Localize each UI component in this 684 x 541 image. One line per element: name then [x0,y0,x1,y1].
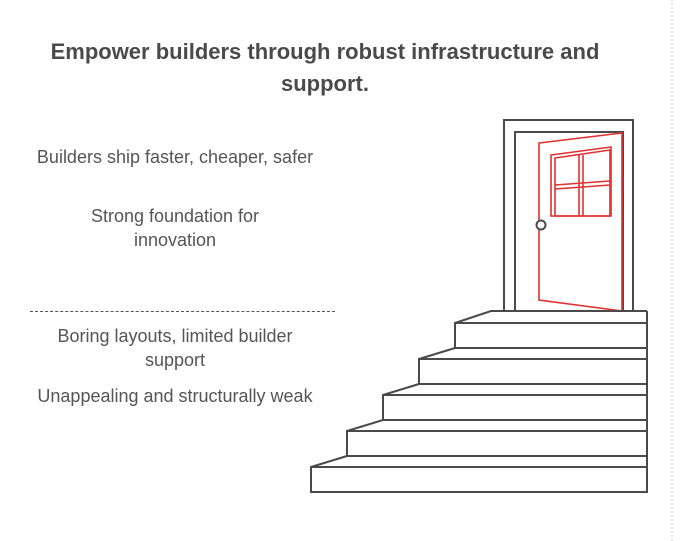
bottom-item-1: Boring layouts, limited builder support [57,326,293,370]
page-edge [671,0,673,541]
stairs-icon [310,310,648,493]
diagram-title: Empower builders through robust infrastr… [50,39,600,96]
open-door-icon [538,132,623,312]
divider-dashed-line [30,311,335,312]
top-item-2: Strong foundation for innovation [90,206,260,250]
bottom-item-2: Unappealing and structurally weak [37,386,313,406]
top-item-1: Builders ship faster, cheaper, safer [36,147,314,167]
door-knob-icon [535,219,547,231]
